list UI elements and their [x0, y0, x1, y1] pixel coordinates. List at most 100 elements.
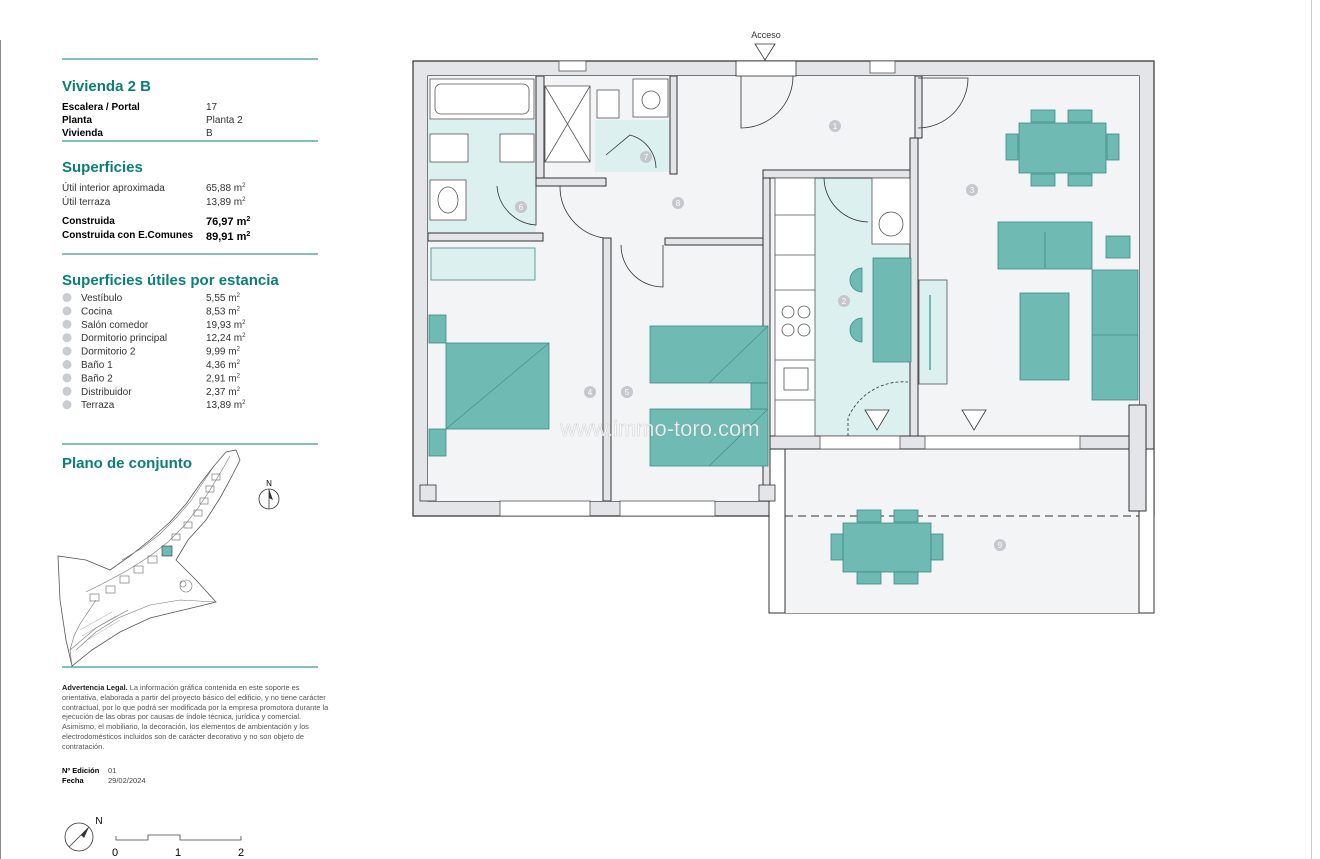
room-marker [829, 120, 841, 132]
kitchen-fixtures [774, 177, 948, 437]
dining-chair [1106, 133, 1120, 161]
room-list-marker [62, 386, 72, 396]
site-plan-heading: Plano de conjunto [62, 455, 192, 472]
compass-north-label: N [95, 816, 102, 827]
legal-notice: Advertencia Legal. La información gráfic… [62, 683, 330, 752]
room-list-name: Distribuidor [81, 387, 132, 398]
site-north-indicator: N [258, 479, 280, 510]
kitchen-stool [849, 267, 863, 293]
room-list-area: 8,53 m2 [206, 306, 241, 317]
room-marker-number: 5 [625, 388, 630, 397]
room-marker [515, 201, 527, 213]
room-list-marker [62, 293, 72, 302]
info-label: Vivienda [62, 128, 103, 139]
terrace-chair [856, 509, 882, 523]
room-list-marker [62, 306, 72, 316]
info-value: Planta 2 [206, 115, 243, 126]
bathroom-2-floor [595, 120, 670, 172]
dwelling-title: Vivienda 2 B [62, 78, 151, 95]
surface-value: 65,88 m2 [206, 183, 246, 194]
surfaces-heading: Superficies [62, 159, 143, 176]
room-list-marker [62, 319, 72, 329]
side-table [1105, 235, 1131, 259]
room-list-area: 19,93 m2 [206, 320, 246, 331]
living-arrow-icon [961, 409, 987, 431]
room-list-area: 12,24 m2 [206, 333, 246, 344]
terrace-chair [893, 571, 919, 585]
room-list-marker [62, 346, 72, 356]
dining-chair [1005, 133, 1019, 161]
edition-label: Nº Edición [62, 766, 100, 775]
info-value: B [206, 128, 213, 139]
room-list-area: 13,89 m2 [206, 400, 246, 411]
nightstand [428, 428, 447, 457]
single-bed [649, 325, 769, 384]
site-north-label: N [266, 479, 272, 488]
room-marker-number: 2 [842, 297, 847, 306]
kitchen-arrow-icon [864, 409, 890, 431]
surface-label: Construida con E.Comunes [62, 230, 194, 241]
bathroom-1-fixtures [429, 78, 535, 221]
room-marker [621, 386, 633, 398]
room-marker [584, 386, 596, 398]
info-label: Escalera / Portal [62, 102, 140, 113]
kitchen-stool [849, 317, 863, 343]
info-value: 17 [206, 102, 218, 113]
scale-tick-label: 1 [175, 847, 181, 859]
room-list-area: 5,55 m2 [206, 293, 241, 304]
doors [496, 75, 969, 436]
terrace-table [842, 522, 932, 573]
single-bed [649, 408, 769, 467]
room-list-area: 2,91 m2 [206, 373, 241, 384]
room-list-name: Dormitorio 2 [81, 347, 136, 358]
columns [419, 484, 776, 502]
site-highlight-building [161, 545, 173, 557]
scale-tick-label: 2 [238, 847, 244, 859]
floor-plan: Acceso [412, 30, 1155, 614]
room-list-marker [62, 360, 72, 369]
room-marker-number: 6 [519, 203, 524, 212]
room-list-area: 4,36 m2 [206, 360, 241, 371]
room-list-marker [62, 400, 72, 410]
info-label: Planta [62, 115, 92, 126]
dining-table [1018, 122, 1107, 174]
room-marker-number: 7 [644, 153, 649, 162]
bathroom-2-fixtures [544, 78, 669, 163]
rooms-heading: Superficies útiles por estancia [62, 272, 279, 289]
room-marker [994, 539, 1006, 551]
date-label: Fecha [62, 776, 85, 785]
room-marker-number: 4 [588, 388, 593, 397]
room-marker [966, 184, 978, 196]
windows [499, 60, 1081, 517]
room-list-name: Baño 1 [81, 360, 113, 371]
entrance-arrow-icon [754, 43, 776, 61]
terrace-chair [893, 509, 919, 523]
surface-value: 89,91 m2 [206, 231, 250, 243]
room-marker-number: 3 [970, 186, 975, 195]
surface-value: 76,97 m2 [206, 216, 250, 228]
terrace-chair [830, 533, 844, 561]
room-list-area: 2,37 m2 [206, 387, 241, 398]
wardrobe [430, 247, 536, 281]
room-list-name: Baño 2 [81, 373, 113, 384]
dining-chair [1030, 109, 1056, 123]
room-list-area: 9,99 m2 [206, 347, 241, 358]
room-marker [640, 151, 652, 163]
legal-title: Advertencia Legal. [62, 683, 128, 692]
compass-icon: N [64, 816, 103, 852]
room-list-marker [62, 373, 72, 383]
room-list-name: Vestíbulo [81, 293, 123, 304]
surface-label: Útil terraza [62, 195, 111, 208]
info-panel: Vivienda 2 B Escalera / Portal 17 Planta… [57, 58, 318, 859]
kitchen-table [872, 257, 912, 363]
site-plan-map [57, 449, 241, 667]
entrance-label: Acceso [751, 30, 781, 40]
room-list-name: Cocina [81, 306, 113, 317]
terrace-chair [856, 571, 882, 585]
edition-value: 01 [108, 766, 116, 775]
date-value: 29/02/2024 [108, 776, 146, 785]
nightstand [750, 382, 769, 410]
dining-chair [1067, 109, 1093, 123]
nightstand [428, 314, 447, 344]
